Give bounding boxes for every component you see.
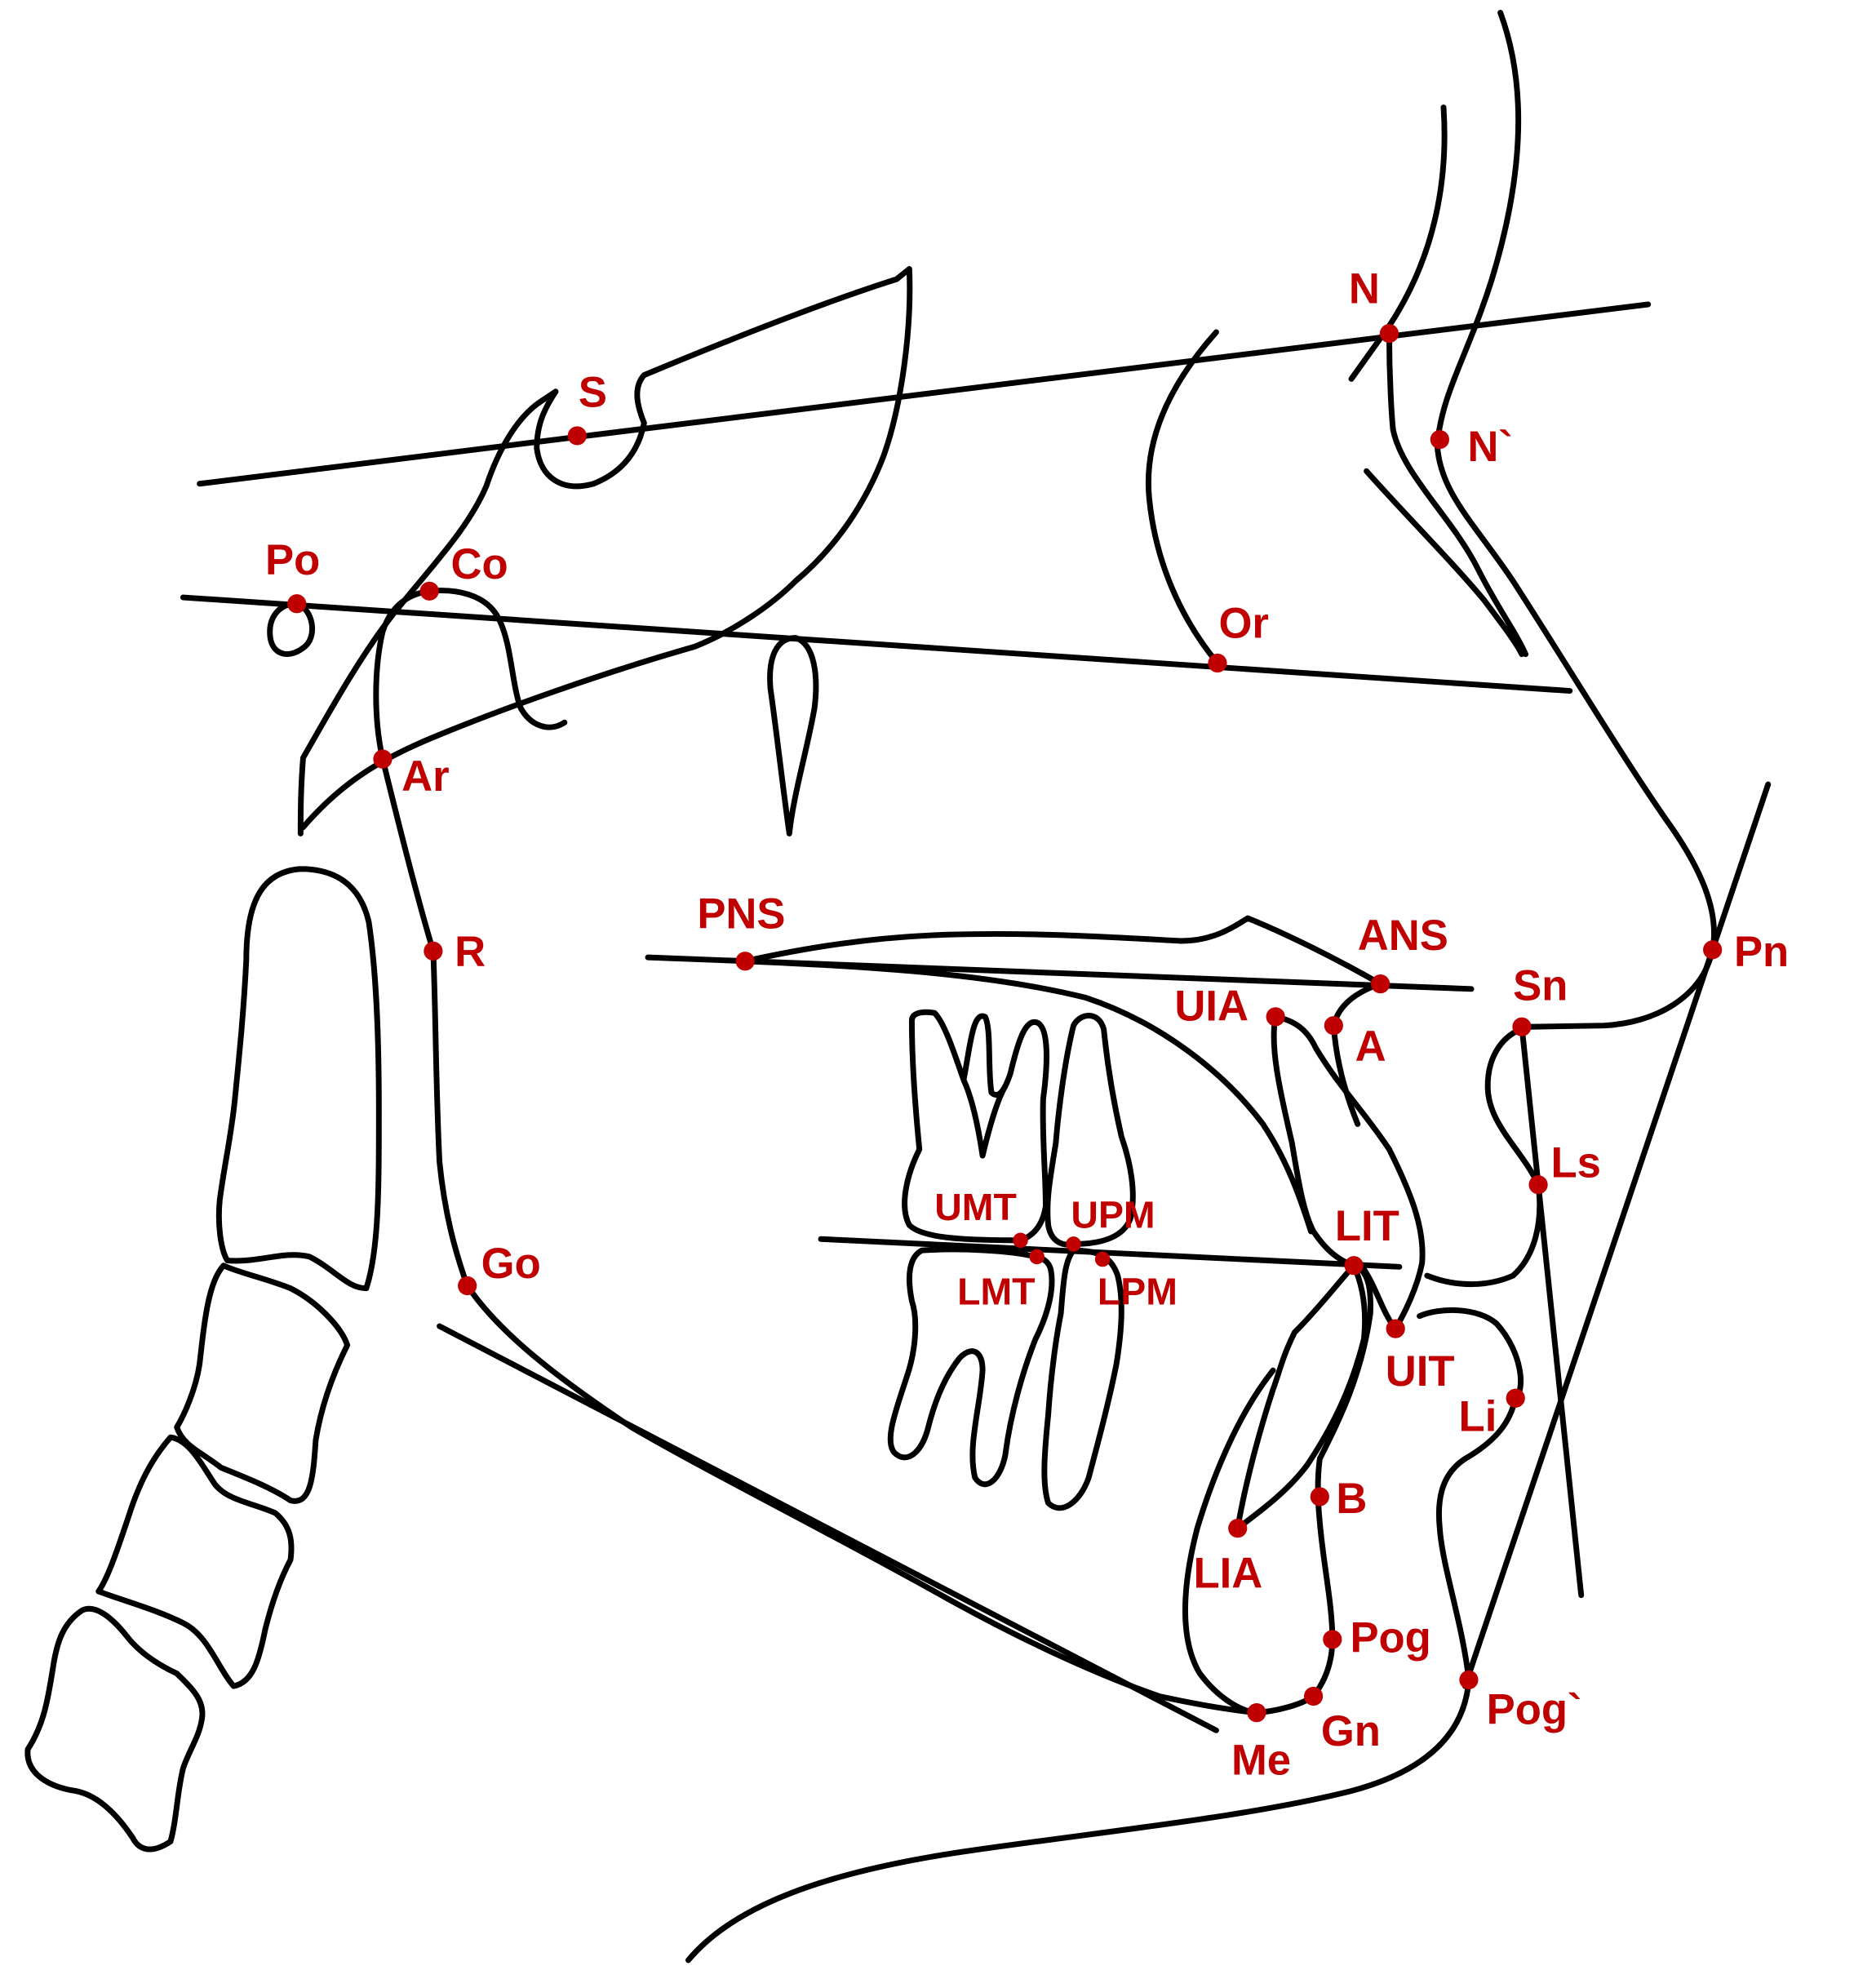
occlusal-plane-line: [818, 1236, 1403, 1270]
landmark-point-pog: [1323, 1630, 1342, 1649]
porion-outline: [267, 601, 315, 657]
landmark-point-lmt: [1029, 1249, 1045, 1265]
landmark-label-po: Po: [265, 536, 320, 584]
landmark-point-lpm: [1094, 1251, 1111, 1267]
landmark-label-ns: N`: [1467, 423, 1513, 471]
landmark-point-b: [1310, 1487, 1329, 1507]
landmark-label-gn: Gn: [1321, 1707, 1381, 1755]
landmark-label-or: Or: [1219, 600, 1269, 648]
landmark-point-uit: [1386, 1319, 1405, 1338]
upper-premolar-outline: [1045, 1013, 1136, 1248]
landmark-point-go: [458, 1276, 477, 1296]
landmark-point-ar: [373, 749, 393, 769]
landmark-label-lia: LIA: [1194, 1549, 1263, 1597]
vertebra-c3-outline: [174, 1262, 351, 1504]
anatomy-outlines: [24, 9, 1717, 1964]
landmark-point-umt: [1013, 1232, 1028, 1249]
landmark-label-li: Li: [1459, 1392, 1497, 1440]
cranial-base-outline: [297, 266, 912, 836]
landmark-label-r: R: [455, 928, 486, 976]
sn-line: [197, 301, 1652, 487]
subnasale-vertical-line: [1519, 1023, 1585, 1599]
landmark-label-co: Co: [451, 540, 508, 588]
mandibular-plane-line: [437, 1323, 1219, 1733]
landmark-point-lia: [1228, 1519, 1248, 1538]
vertebra-c5-outline: [24, 1605, 206, 1853]
e-line: [1461, 781, 1772, 1689]
landmark-label-pn: Pn: [1734, 928, 1789, 976]
landmark-label-lpm: LPM: [1098, 1271, 1178, 1313]
lower-molar-outline: [887, 1246, 1055, 1488]
condyle-outline: [373, 588, 568, 762]
landmark-point-pogs: [1459, 1670, 1479, 1689]
landmark-point-upm: [1066, 1236, 1081, 1252]
pterygomaxillary-fissure-outline: [767, 635, 819, 836]
landmark-point-pn: [1703, 940, 1723, 960]
landmark-label-pns: PNS: [697, 890, 785, 939]
landmark-label-ar: Ar: [401, 752, 449, 801]
landmark-label-ls: Ls: [1551, 1138, 1601, 1187]
nasal-bone-outline: [1348, 104, 1529, 658]
landmark-label-lmt: LMT: [957, 1271, 1035, 1313]
landmark-label-upm: UPM: [1071, 1193, 1155, 1236]
landmark-point-ls: [1528, 1175, 1548, 1195]
landmark-label-lit: LIT: [1335, 1202, 1399, 1250]
orbit-outline: [1145, 329, 1221, 666]
clivus-outline: [299, 266, 913, 831]
landmark-point-li: [1506, 1388, 1525, 1408]
landmark-label-go: Go: [481, 1240, 541, 1288]
landmark-point-s: [567, 426, 587, 446]
landmark-label-b: B: [1336, 1475, 1367, 1523]
landmark-point-sn: [1512, 1017, 1532, 1036]
landmark-label-a: A: [1355, 1023, 1386, 1071]
landmark-point-pns: [735, 952, 755, 971]
frankfort-horizontal-line: [180, 594, 1573, 694]
landmark-point-ns: [1430, 429, 1449, 450]
landmark-point-gn: [1303, 1686, 1324, 1706]
landmark-points: [287, 323, 1723, 1723]
landmark-label-uia: UIA: [1174, 983, 1249, 1031]
landmark-point-po: [287, 594, 307, 614]
landmark-point-n: [1379, 323, 1399, 344]
vertebra-c4-outline: [95, 1434, 295, 1689]
landmark-label-umt: UMT: [934, 1186, 1017, 1228]
landmark-label-pogs: Pog`: [1487, 1686, 1582, 1734]
lower-premolar-outline: [1041, 1247, 1124, 1511]
landmark-label-sn: Sn: [1513, 962, 1568, 1010]
landmark-label-me: Me: [1231, 1736, 1291, 1784]
vertebra-c2-outline: [215, 866, 382, 1292]
landmark-label-s: S: [579, 368, 607, 416]
landmark-point-or: [1208, 653, 1227, 673]
upper-incisor-outline: [1271, 1014, 1426, 1332]
landmark-point-r: [424, 941, 443, 961]
landmark-point-ans: [1370, 974, 1390, 994]
landmark-label-uit: UIT: [1386, 1347, 1455, 1396]
landmark-label-pog: Pog: [1350, 1613, 1430, 1662]
landmark-point-co: [419, 581, 439, 601]
landmark-label-ans: ANS: [1358, 912, 1448, 960]
landmark-point-uia: [1266, 1007, 1285, 1027]
landmark-point-lit: [1344, 1256, 1364, 1276]
landmark-point-a: [1324, 1016, 1343, 1036]
landmark-point-me: [1247, 1703, 1266, 1723]
upper-molar-outline: [902, 1009, 1049, 1244]
landmark-label-n: N: [1349, 264, 1380, 313]
